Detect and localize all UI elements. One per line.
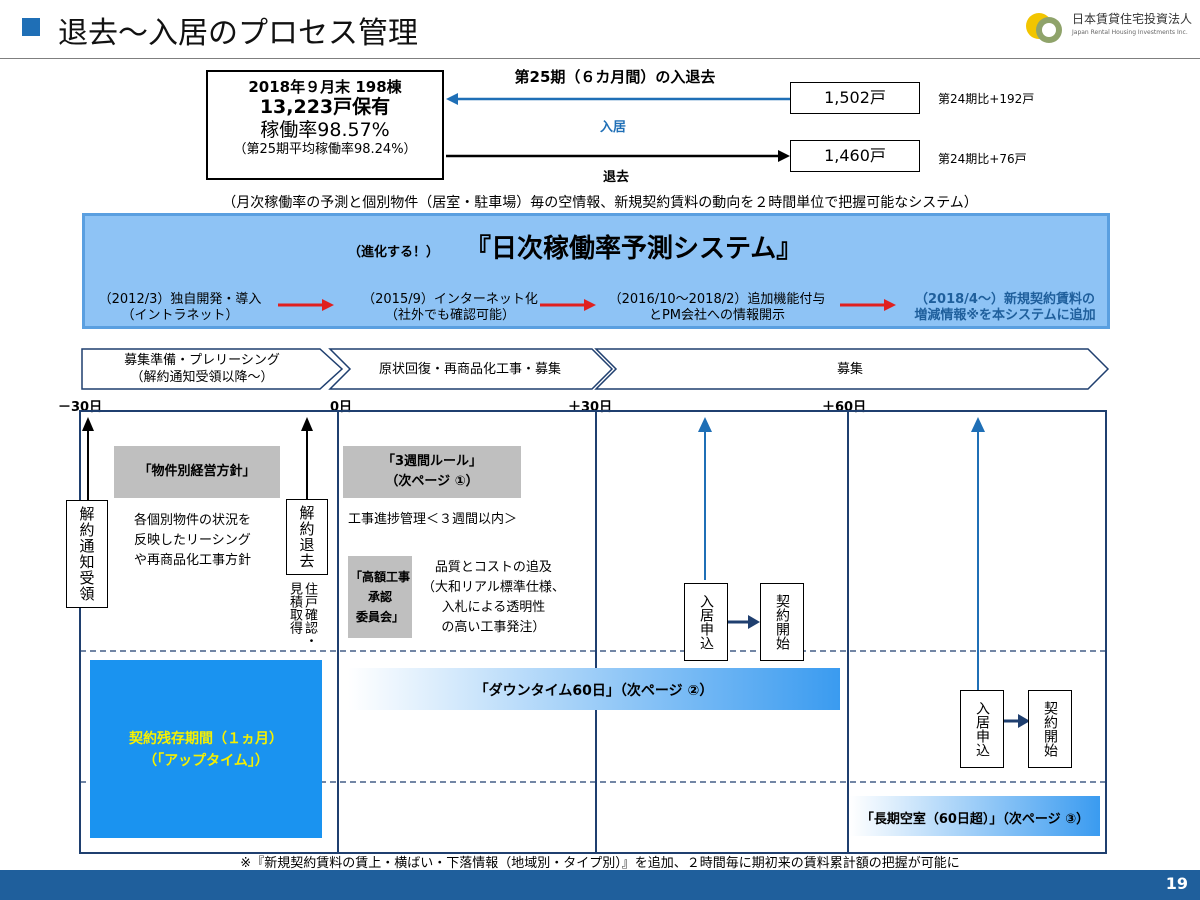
banner-title: 『日次稼働率予測システム』 bbox=[465, 234, 803, 264]
application-box-1: 入居申込 bbox=[684, 583, 728, 661]
phase-restore: 原状回復・再商品化工事・募集 bbox=[378, 362, 561, 377]
banner-step-2: （2015/9）インターネット化（社外でも確認可能） bbox=[362, 292, 538, 323]
banner-step-4: （2018/4～）新規契約賃料の増減情報※を本システムに追加 bbox=[914, 292, 1096, 323]
notice-received-box: 解約通知受領 bbox=[66, 500, 108, 608]
move-in-count: 1,502戸 bbox=[790, 82, 920, 114]
application-box-2: 入居申込 bbox=[960, 690, 1004, 768]
rule-description: 工事進捗管理＜３週間以内＞ bbox=[348, 512, 518, 527]
page-number: 19 bbox=[1165, 874, 1188, 893]
footnote: ※『新規契約賃料の賃上・横ばい・下落情報（地域別・タイプ別）』を追加、２時間毎に… bbox=[240, 856, 960, 871]
flow-arrows bbox=[446, 93, 790, 162]
logo-mark-icon bbox=[1026, 13, 1062, 43]
long-vacancy-bar bbox=[850, 796, 1100, 836]
move-in-compare: 第24期比+192戸 bbox=[938, 92, 1035, 106]
system-banner bbox=[82, 213, 1110, 329]
contract-start-box-1: 契約開始 bbox=[760, 583, 804, 661]
header-divider bbox=[0, 58, 1200, 59]
unit-check-text: 住戸確認・見積取得 bbox=[287, 582, 317, 647]
banner-prefix: （進化する！） bbox=[348, 245, 440, 260]
policy-description: 各個別物件の状況を反映したリーシングや再商品化工事方針 bbox=[134, 513, 252, 568]
page-title: 退去～入居のプロセス管理 bbox=[58, 16, 418, 51]
uptime-label: 契約残存期間（１ヵ月）（「アップタイム」） bbox=[129, 731, 283, 769]
vacate-box: 解約退去 bbox=[286, 499, 328, 575]
logo-english: Japan Rental Housing Investments Inc. bbox=[1072, 29, 1188, 36]
summary-line3: 稼働率98.57% bbox=[260, 118, 390, 141]
committee-description: 品質とコストの追及（大和リアル標準仕様、入札による透明性の高い工事発注） bbox=[422, 560, 565, 635]
phase-recruit: 募集 bbox=[836, 362, 863, 377]
committee-box: 「高額工事承認委員会」 bbox=[348, 556, 412, 638]
summary-line4: （第25期平均稼働率98.24%） bbox=[233, 141, 417, 157]
move-out-label: 退去 bbox=[603, 170, 630, 185]
banner-step-1: （2012/3）独自開発・導入（イントラネット） bbox=[98, 292, 262, 323]
move-in-label: 入居 bbox=[600, 120, 627, 135]
timeline-grid bbox=[79, 410, 1107, 854]
contract-start-box-2: 契約開始 bbox=[1028, 690, 1072, 768]
phase-prep: 募集準備・プレリーシング（解約通知受領以降～） bbox=[124, 353, 280, 385]
phase-chevrons bbox=[81, 348, 1110, 390]
banner-red-arrows bbox=[278, 299, 896, 311]
property-policy-box: 「物件別経営方針」 bbox=[114, 446, 280, 498]
system-note: （月次稼働率の予測と個別物件（居室・駐車場）毎の空情報、新規契約賃料の動向を２時… bbox=[222, 195, 978, 211]
banner-step-3: （2016/10～2018/2）追加機能付与とPM会社への情報開示 bbox=[608, 292, 826, 323]
portfolio-summary: 2018年９月末 198棟 13,223戸保有 稼働率98.57% （第25期平… bbox=[206, 70, 444, 180]
flow-heading: 第25期（６カ月間）の入退去 bbox=[514, 68, 716, 86]
downtime-label: 「ダウンタイム60日」（次ページ ②） bbox=[474, 683, 714, 699]
summary-line2: 13,223戸保有 bbox=[259, 96, 391, 118]
logo-name: 日本賃貸住宅投資法人 bbox=[1072, 12, 1193, 26]
uptime-block bbox=[90, 660, 322, 838]
downtime-bar bbox=[348, 668, 840, 710]
footer-bar bbox=[0, 870, 1200, 900]
move-out-compare: 第24期比+76戸 bbox=[938, 152, 1027, 166]
move-out-count: 1,460戸 bbox=[790, 140, 920, 172]
three-week-rule-box: 「3週間ルール」（次ページ ①） bbox=[343, 446, 521, 498]
title-bullet bbox=[22, 18, 40, 36]
summary-line1: 2018年９月末 198棟 bbox=[248, 78, 402, 96]
long-vacancy-label: 「長期空室（60日超）」（次ページ ③） bbox=[860, 812, 1090, 827]
